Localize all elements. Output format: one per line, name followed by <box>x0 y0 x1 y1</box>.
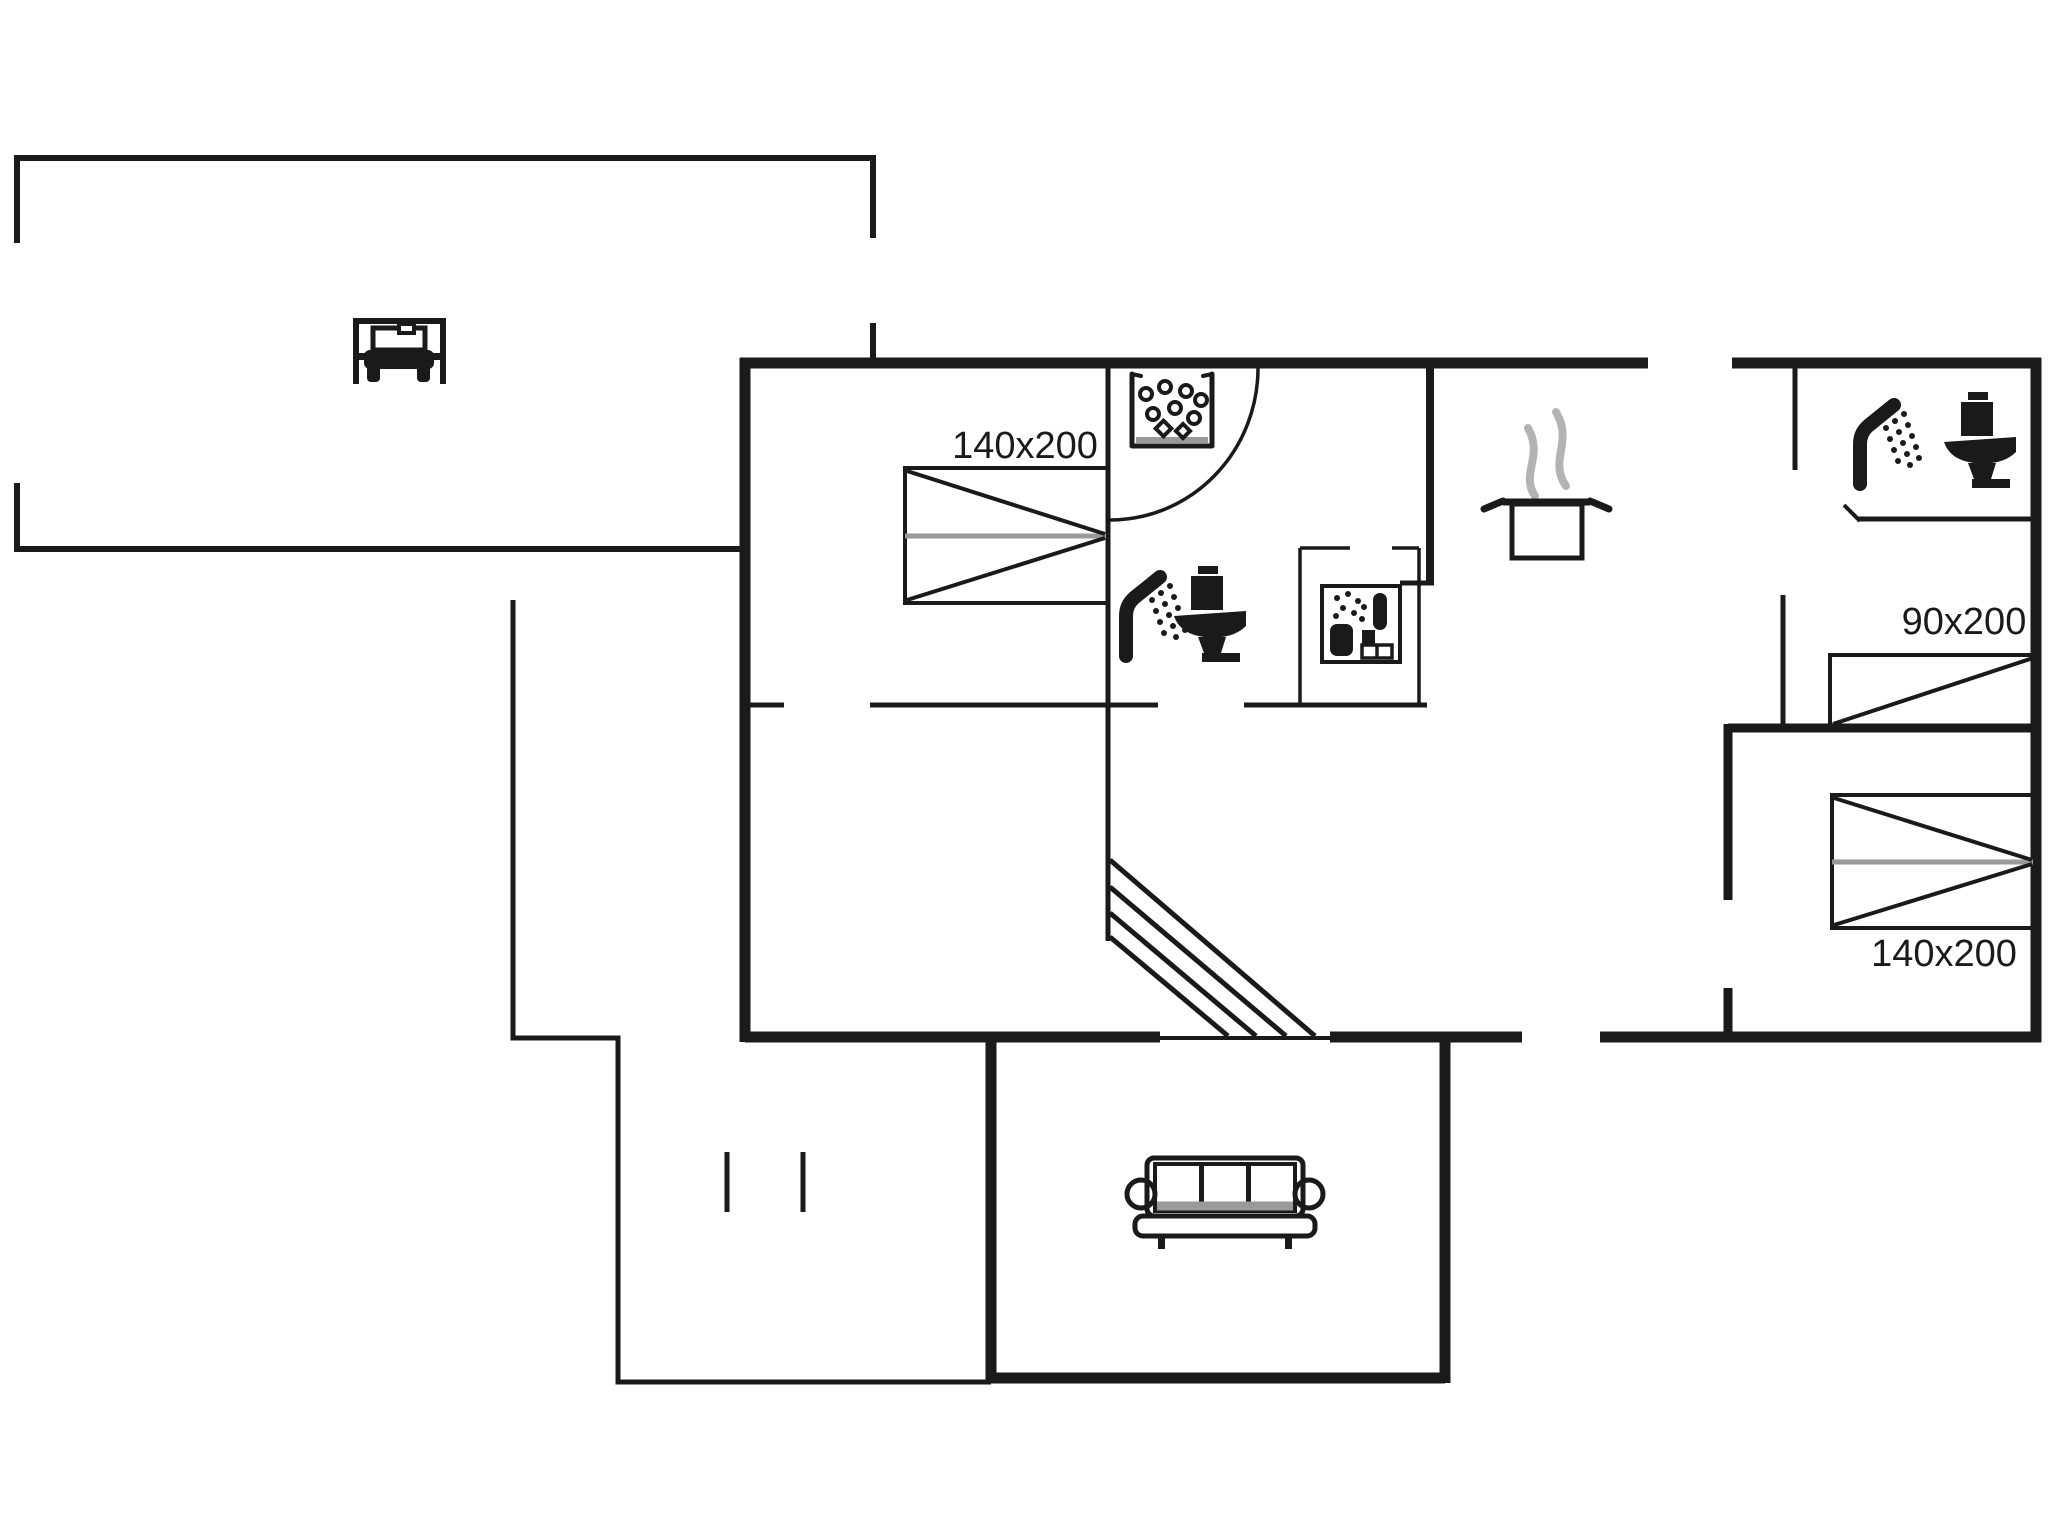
washing-machine-icon <box>1129 371 1215 449</box>
toilet-icon <box>1174 566 1246 662</box>
steaming-pot-icon <box>1480 408 1613 561</box>
house-outer-walls <box>739 357 2042 1384</box>
sauna-icon <box>1320 584 1402 664</box>
sofa-icon <box>1124 1155 1326 1249</box>
left-double-bed <box>903 466 1110 605</box>
interior-walls <box>745 363 2036 941</box>
staircase-symbol <box>1108 858 1332 1040</box>
right-single-bed-label: 90x200 <box>1902 601 2027 643</box>
terrace-outline <box>510 600 991 1385</box>
door-swing-arc <box>1109 367 1260 522</box>
shower-icon <box>1860 405 1922 484</box>
right-double-bed-label: 140x200 <box>1871 933 2017 975</box>
toilet-icon <box>1944 392 2016 488</box>
carport-outline <box>14 155 876 552</box>
sauna-cabin <box>1298 546 1421 703</box>
right-double-bed <box>1830 793 2038 930</box>
left-double-bed-label: 140x200 <box>952 425 1098 467</box>
right-single-bed <box>1828 653 2038 729</box>
car-icon <box>353 318 446 384</box>
